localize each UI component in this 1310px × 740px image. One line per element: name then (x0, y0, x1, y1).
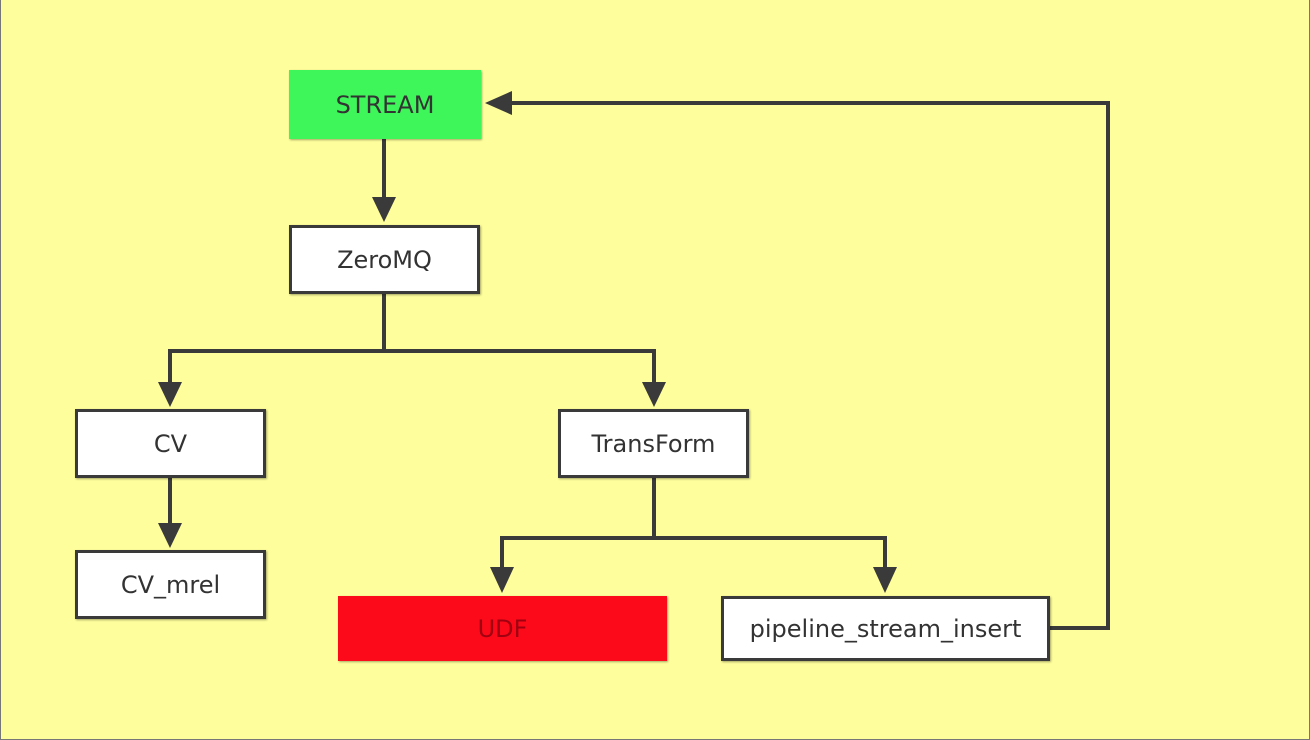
node-transform-label: TransForm (591, 429, 716, 458)
arrowhead-to-cv (158, 382, 182, 407)
node-udf-label: UDF (477, 614, 528, 643)
node-transform: TransForm (558, 409, 749, 478)
edge-zeromq-transform (384, 349, 656, 383)
node-stream: STREAM (289, 70, 481, 139)
arrowhead-to-udf (490, 567, 514, 593)
node-zeromq: ZeroMQ (289, 225, 480, 294)
node-zeromq-label: ZeroMQ (337, 245, 432, 274)
edge-transform-udf (500, 536, 654, 568)
arrowhead-to-zeromq (372, 197, 396, 222)
arrowhead-to-cvmrel (158, 523, 182, 548)
node-pipeline-stream-insert: pipeline_stream_insert (721, 596, 1050, 661)
edge-zeromq-cv (168, 349, 384, 383)
arrowhead-to-transform (642, 382, 666, 407)
arrowhead-to-pipeline (873, 567, 897, 593)
node-cv: CV (75, 409, 266, 478)
node-cv-label: CV (153, 429, 188, 458)
node-cv-mrel-label: CV_mrel (120, 570, 221, 599)
node-udf: UDF (338, 596, 667, 661)
edge-pipeline-stream (511, 101, 1110, 630)
node-pipeline-label: pipeline_stream_insert (749, 614, 1022, 643)
node-stream-label: STREAM (335, 90, 435, 119)
node-cv-mrel: CV_mrel (75, 550, 266, 619)
edge-transform-pipeline (654, 536, 887, 568)
arrowhead-to-stream (485, 91, 512, 115)
